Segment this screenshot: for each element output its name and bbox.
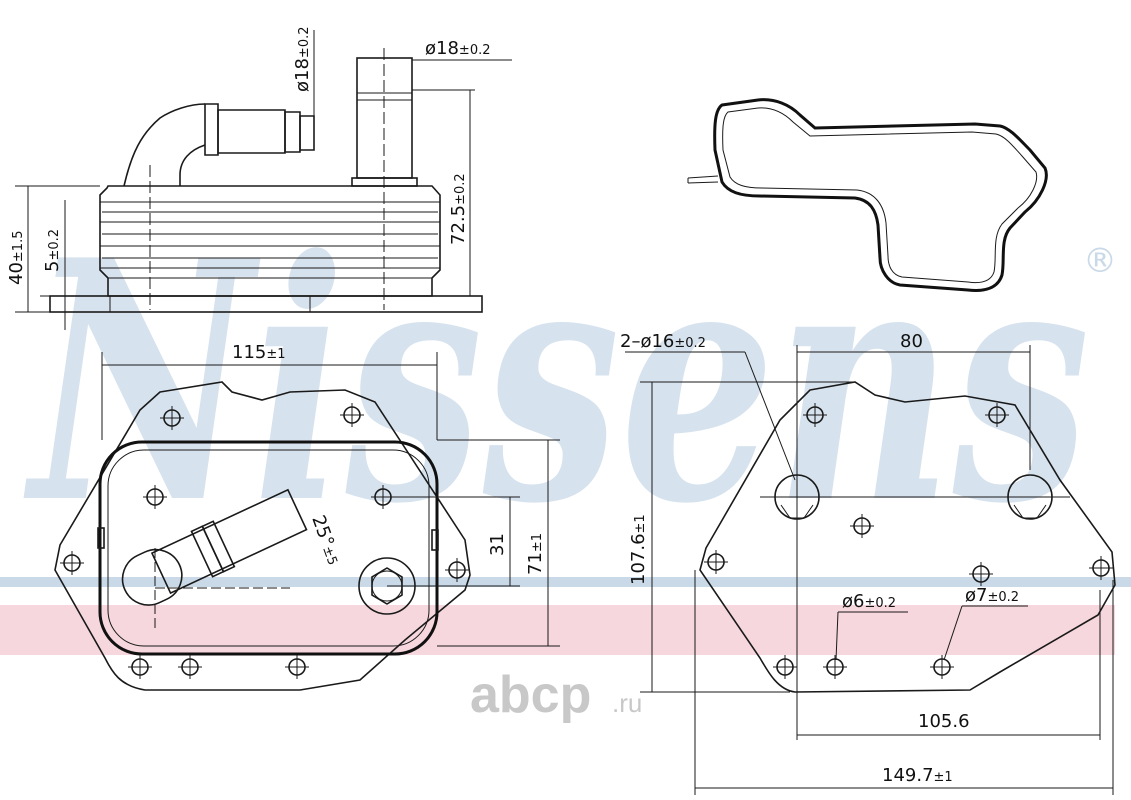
dim-hole-7: ø7±0.2 xyxy=(965,585,1019,606)
watermark-registered-mark: ® xyxy=(1083,241,1117,281)
dim-height-72-5: 72.5±0.2 xyxy=(448,173,469,245)
side-body xyxy=(99,185,441,297)
dim-width-105-6: 105.6 xyxy=(918,711,970,732)
gasket-tab xyxy=(687,175,719,184)
bottom-bolt-holes xyxy=(704,403,1113,679)
front-plate-outline xyxy=(54,381,471,691)
watermark-brand: Nissens xyxy=(22,188,1090,576)
dim-height-71: 71±1 xyxy=(525,533,546,575)
side-view: ø18±0.2 ø18±0.2 72.5±0.2 40±1.5 5±0.2 xyxy=(6,27,512,330)
dim-pipe-left-diameter: ø18±0.2 xyxy=(292,27,313,93)
watermark: Nissens ® abcp .ru xyxy=(0,188,1131,724)
bottom-view: 2–ø16±0.2 80 107.6±1 ø6±0.2 ø7±0.2 105.6… xyxy=(620,331,1116,795)
dim-height-31: 31 xyxy=(487,533,508,556)
front-slanted-pipe xyxy=(121,488,308,606)
front-view: 115±1 25°±5 31 71±1 xyxy=(54,342,560,691)
watermark-shop-suffix: .ru xyxy=(612,688,642,718)
watermark-pink-band xyxy=(0,605,1115,655)
dim-holes-16: 2–ø16±0.2 xyxy=(620,331,706,352)
gasket-outline xyxy=(713,98,1048,292)
bottom-plate-outline xyxy=(699,381,1116,693)
watermark-blue-band xyxy=(0,577,1131,587)
dim-height-107-6: 107.6±1 xyxy=(628,514,649,585)
side-bent-pipe-outer xyxy=(123,103,206,187)
gasket-view xyxy=(687,98,1048,292)
front-bolt-holes xyxy=(60,403,469,679)
dim-height-40: 40±1.5 xyxy=(6,231,27,285)
front-body-inner xyxy=(107,449,430,647)
dim-plate-5: 5±0.2 xyxy=(42,229,63,272)
dim-spacing-80: 80 xyxy=(900,331,923,352)
watermark-shop: abcp xyxy=(470,666,591,724)
dim-pipe-right-diameter: ø18±0.2 xyxy=(425,38,491,59)
dim-width-115: 115±1 xyxy=(232,342,286,363)
dim-hole-6: ø6±0.2 xyxy=(842,591,896,612)
side-left-pipe xyxy=(217,109,286,154)
dim-width-149-7: 149.7±1 xyxy=(882,765,953,786)
